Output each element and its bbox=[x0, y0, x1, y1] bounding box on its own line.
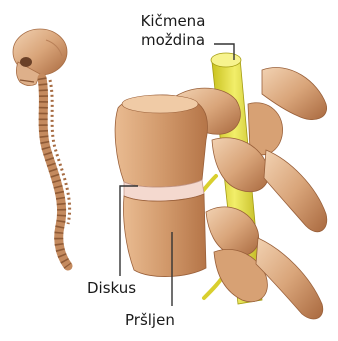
label-vertebra: Pršljen bbox=[125, 311, 175, 330]
label-spinal-cord-line1: Kičmena bbox=[113, 12, 233, 31]
skeleton-spine-overview bbox=[13, 29, 70, 266]
label-spinal-cord: Kičmena moždina bbox=[113, 12, 233, 50]
vertebrae-detail bbox=[115, 53, 327, 319]
spinal-column bbox=[42, 78, 70, 266]
lower-vertebral-body bbox=[123, 194, 206, 277]
spinous-process bbox=[264, 150, 327, 232]
label-disc: Diskus bbox=[87, 279, 136, 298]
label-spinal-cord-line2: moždina bbox=[113, 31, 233, 50]
